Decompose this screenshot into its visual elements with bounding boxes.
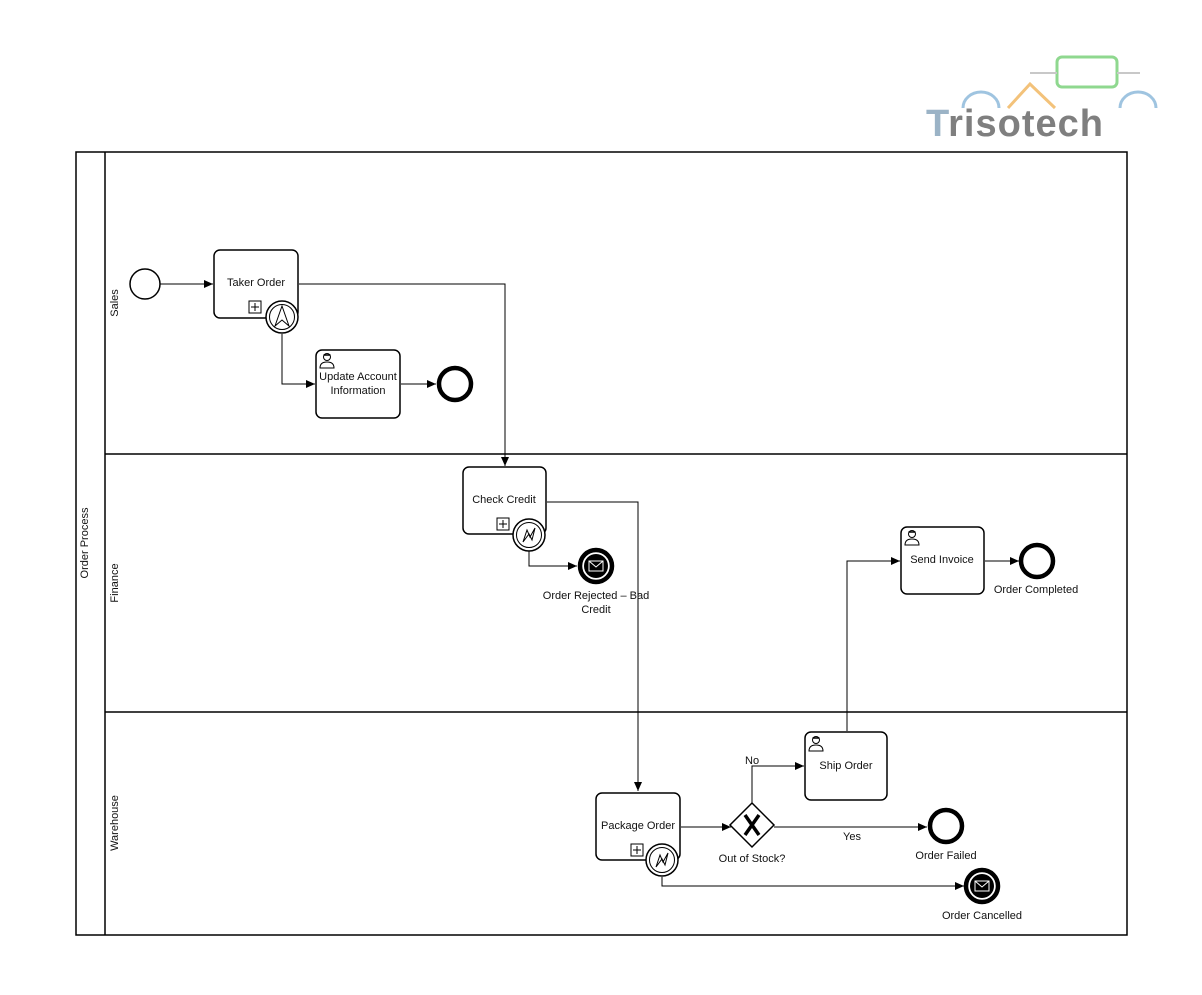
- error-boundary-event-check-credit[interactable]: [512, 518, 546, 552]
- event-label-order-completed: Order Completed: [994, 584, 1078, 596]
- flow-label-no: No: [745, 755, 759, 767]
- lane-label-finance: Finance: [109, 563, 121, 602]
- task-check-credit[interactable]: Check Credit: [462, 466, 547, 535]
- gateway-label: Out of Stock?: [719, 853, 786, 865]
- user-task-icon: [904, 530, 920, 546]
- pool-order-process: Order Process Sales Finance Warehouse: [75, 151, 1128, 936]
- event-label-order-cancelled: Order Cancelled: [942, 910, 1022, 922]
- task-label: Send Invoice: [910, 554, 974, 566]
- flow-label-yes: Yes: [843, 831, 861, 843]
- task-label: Taker Order: [227, 277, 285, 289]
- message-icon: [588, 560, 604, 572]
- task-send-invoice[interactable]: Send Invoice: [900, 526, 985, 595]
- flow-boundary-to-order-rejected: [528, 551, 577, 570]
- logo-green-box: [1055, 55, 1119, 89]
- end-event-order-rejected[interactable]: [577, 547, 615, 585]
- event-label-order-rejected-line-1: Order Rejected – Bad: [543, 590, 649, 602]
- subprocess-expand-icon[interactable]: [496, 517, 510, 531]
- flow-boundary-to-update-account: [281, 334, 315, 388]
- subprocess-expand-icon[interactable]: [248, 300, 262, 314]
- logo-blue-arc-left: [961, 90, 1001, 109]
- sequence-flows: [160, 280, 1019, 890]
- trisotech-logo: Trisotech: [926, 55, 1158, 145]
- flow-taker-order-to-check-credit: [299, 283, 509, 466]
- x-marker-icon: [743, 813, 761, 837]
- flow-gateway-no-to-ship-order: [751, 762, 804, 803]
- subprocess-expand-icon[interactable]: [630, 843, 644, 857]
- start-event[interactable]: [129, 268, 161, 300]
- escalation-icon: [273, 304, 291, 328]
- event-label-order-rejected-line-2: Credit: [581, 604, 610, 616]
- escalation-boundary-event[interactable]: [265, 300, 299, 334]
- end-event-order-completed[interactable]: [1018, 542, 1056, 580]
- end-event-order-failed[interactable]: [927, 807, 965, 845]
- task-label: Package Order: [601, 820, 675, 832]
- user-task-icon: [319, 353, 335, 369]
- pool-label: Order Process: [79, 507, 91, 578]
- event-label-order-failed: Order Failed: [915, 850, 976, 862]
- flow-ship-order-to-send-invoice: [846, 557, 900, 731]
- task-update-account-information[interactable]: Update Account Information: [315, 349, 401, 419]
- task-label: Ship Order: [819, 760, 873, 772]
- task-label-line-2: Information: [330, 385, 385, 397]
- error-boundary-event-package-order[interactable]: [645, 843, 679, 877]
- error-icon: [655, 852, 669, 868]
- lane-label-sales: Sales: [109, 289, 121, 317]
- task-package-order[interactable]: Package Order: [595, 792, 681, 861]
- flow-boundary-to-order-cancelled: [661, 877, 964, 890]
- task-label: Check Credit: [472, 494, 536, 506]
- exclusive-gateway-out-of-stock[interactable]: [728, 801, 776, 849]
- task-ship-order[interactable]: Ship Order: [804, 731, 888, 801]
- user-task-icon: [808, 736, 824, 752]
- message-icon: [974, 880, 990, 892]
- lane-label-warehouse: Warehouse: [109, 795, 121, 851]
- logo-text: Trisotech: [926, 103, 1104, 145]
- error-icon: [522, 527, 536, 543]
- task-label-line-1: Update Account: [319, 371, 397, 383]
- end-event-order-cancelled[interactable]: [963, 867, 1001, 905]
- flow-check-credit-to-package-order: [547, 501, 642, 791]
- logo-blue-arc-right: [1118, 90, 1158, 109]
- task-taker-order[interactable]: Taker Order: [213, 249, 299, 319]
- logo-orange-roof: [1006, 81, 1057, 110]
- end-event-sales[interactable]: [436, 365, 474, 403]
